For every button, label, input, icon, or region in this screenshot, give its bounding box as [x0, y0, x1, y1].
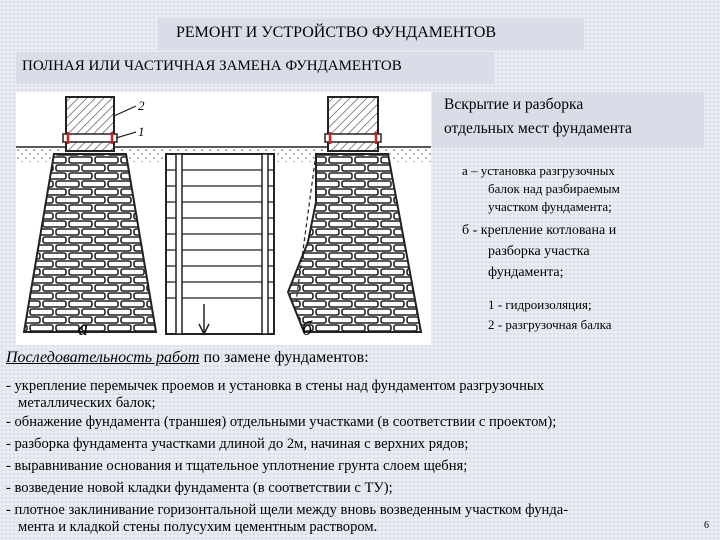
- side-heading-line-1: Вскрытие и разборка: [444, 96, 584, 113]
- slide-subtitle: ПОЛНАЯ ИЛИ ЧАСТИЧНАЯ ЗАМЕНА ФУНДАМЕНТОВ: [22, 58, 402, 74]
- note-2: 2 - разгрузочная балка: [488, 317, 612, 332]
- foundation-b: [286, 153, 423, 333]
- sequence-title-italic: Последовательность работ: [6, 349, 200, 366]
- label-b: б: [302, 318, 313, 340]
- sequence-title: Последовательность работ по замене фунда…: [6, 349, 369, 367]
- legend-a-line-2: балок над разбираемым: [488, 181, 620, 196]
- slide-title: РЕМОНТ И УСТРОЙСТВО ФУНДАМЕНТОВ: [176, 24, 497, 41]
- step-2: - обнажение фундамента (траншея) отдельн…: [6, 414, 557, 430]
- foundation-a: [22, 153, 158, 333]
- trench-timbering: [165, 153, 275, 335]
- foundation-diagram: 2 1 а б: [16, 92, 431, 345]
- relief-beam-b: [324, 133, 382, 143]
- page-number: 6: [704, 520, 709, 531]
- wall-section-a: [65, 96, 115, 152]
- legend-b-line-1: б - крепление котлована и: [462, 223, 617, 238]
- side-heading-line-2: отдельных мест фундамента: [444, 120, 632, 137]
- label-1: 1: [138, 124, 145, 139]
- step-1: - укрепление перемычек проемов и установ…: [6, 378, 545, 411]
- step-5: - возведение новой кладки фундамента (в …: [6, 480, 393, 496]
- legend-b-line-3: фундамента;: [488, 265, 564, 280]
- wall-section-b: [327, 96, 379, 152]
- title-box: РЕМОНТ И УСТРОЙСТВО ФУНДАМЕНТОВ: [158, 18, 584, 50]
- step-6: - плотное заклинивание горизонтальной ще…: [6, 502, 569, 535]
- label-a: а: [78, 318, 88, 340]
- note-1: 1 - гидроизоляция;: [488, 297, 592, 312]
- side-heading-box: Вскрытие и разборка отдельных мест фунда…: [432, 92, 704, 148]
- step-4: - выравнивание основания и тщательное уп…: [6, 458, 468, 474]
- legend-a-line-3: участком фундамента;: [488, 199, 612, 214]
- foundation-drawing: 2 1 а б: [16, 96, 431, 340]
- label-2: 2: [138, 98, 145, 113]
- subtitle-box: ПОЛНАЯ ИЛИ ЧАСТИЧНАЯ ЗАМЕНА ФУНДАМЕНТОВ: [16, 52, 494, 84]
- sequence-title-rest: по замене фундаментов:: [199, 349, 369, 366]
- step-3: - разборка фундамента участками длиной д…: [6, 436, 469, 452]
- legend-b-line-2: разборка участка: [488, 244, 590, 259]
- relief-beam-a: [62, 133, 118, 143]
- legend-a-line-1: а – установка разгрузочных: [462, 163, 615, 178]
